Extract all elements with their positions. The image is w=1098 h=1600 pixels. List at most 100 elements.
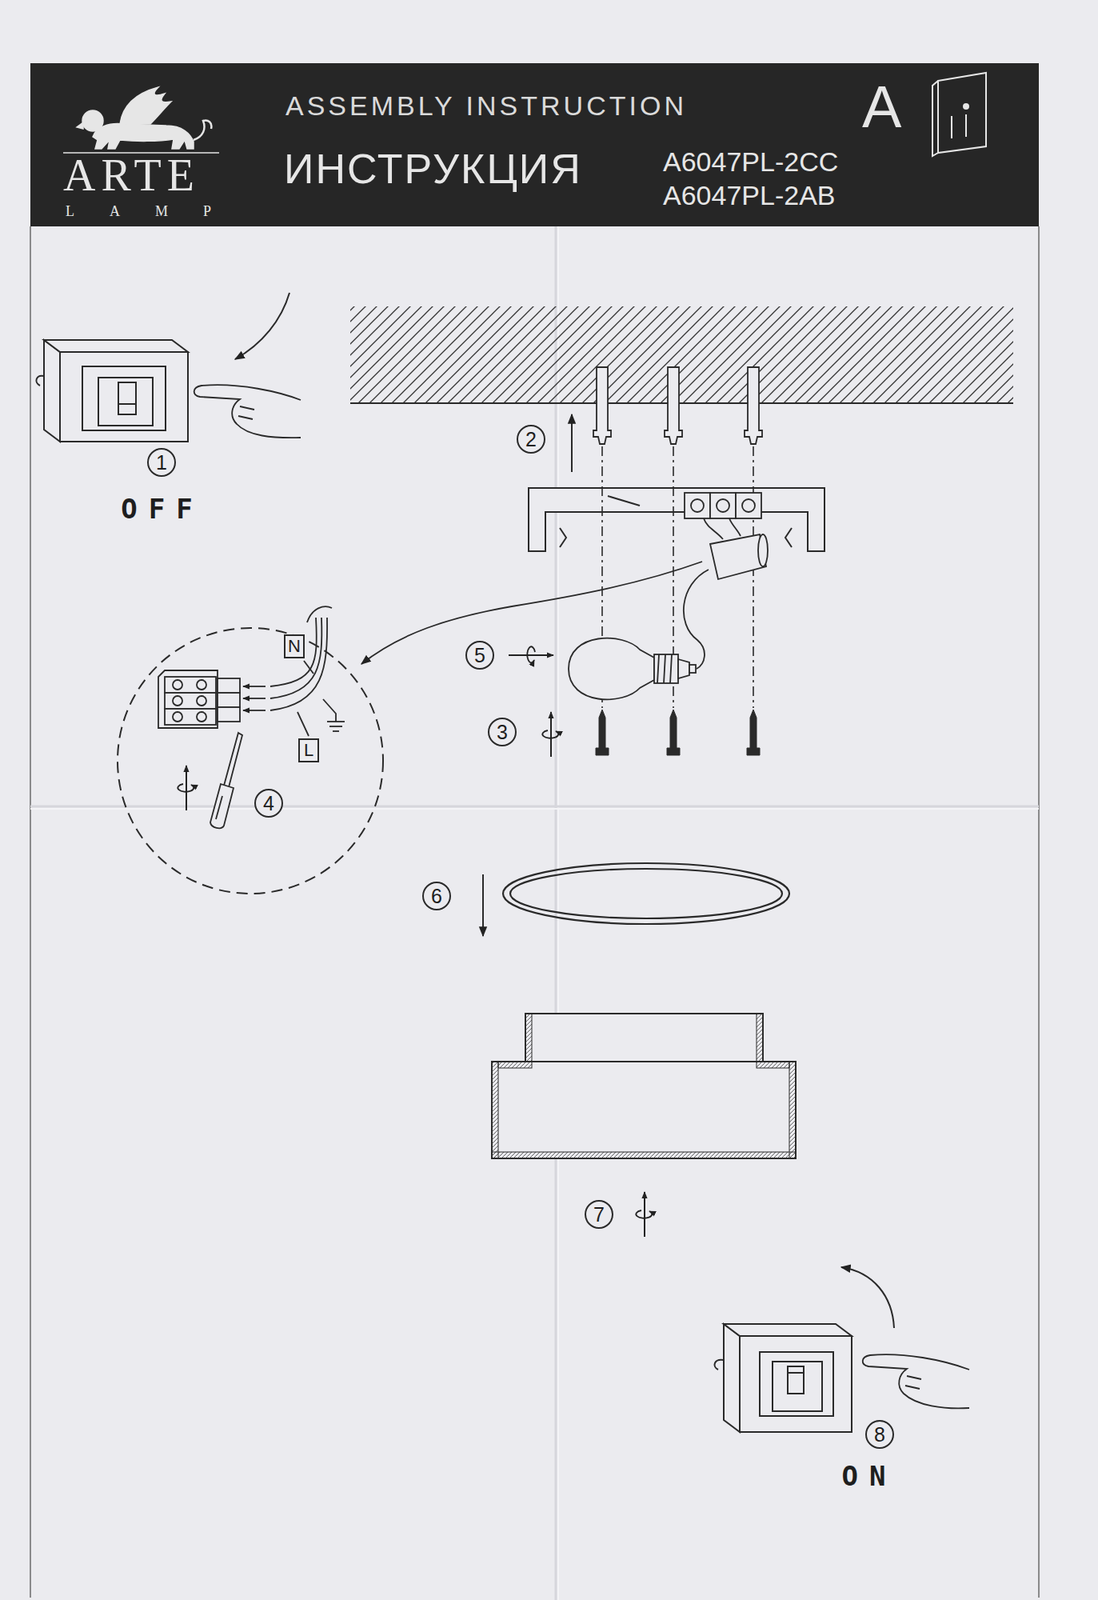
pointing-hand-part (194, 384, 301, 438)
screwdriver-part (223, 732, 243, 787)
glass-shade-part (498, 1061, 532, 1068)
ground-symbol-part (323, 698, 336, 722)
wires-part (243, 697, 266, 699)
paper-frame-part (554, 226, 558, 1600)
step-number: 2 (516, 424, 546, 454)
ceiling-part (350, 402, 1014, 404)
wires-part (270, 617, 317, 687)
mounting-bracket-part (785, 527, 792, 548)
paper-frame-part (1038, 226, 1040, 1598)
wires (243, 606, 332, 736)
switch-box-off-part (98, 377, 153, 426)
light-bulb-part (654, 654, 679, 683)
lion-logo-part (119, 87, 172, 124)
wires-part (297, 711, 309, 736)
brand-subname: LAMP (65, 203, 247, 219)
switch-box-off-part (43, 339, 188, 352)
callout-number: 4 (263, 793, 275, 814)
callout-number: 7 (593, 1204, 605, 1225)
up-arrow-part (570, 414, 573, 472)
wall-plugs-part (744, 367, 763, 444)
ground-symbol-part (329, 725, 343, 727)
switch-box-off-part (82, 366, 166, 431)
pointing-hand (862, 1353, 970, 1408)
callout-number: 6 (431, 886, 443, 907)
wire-label: N (283, 634, 305, 659)
mounting-bracket-part (528, 487, 825, 551)
lamp-holder-part (710, 534, 767, 579)
up-arrow (571, 414, 573, 472)
wires-part (303, 660, 314, 674)
model-number: A6047PL-2AB (662, 181, 836, 209)
lion-logo-part (76, 122, 84, 129)
manual-icon-part (963, 103, 969, 109)
wire-label: L (298, 738, 320, 763)
terminal-block-detail-part (196, 711, 207, 722)
switch-box-off-part (118, 403, 136, 405)
ceiling (350, 306, 1014, 404)
paper-frame-part (30, 807, 1039, 810)
screws-part (666, 709, 680, 755)
terminal-block-detail-part (172, 679, 183, 690)
screws-part (746, 709, 760, 755)
terminal-block-detail-part (158, 670, 218, 728)
switch-box-on-part (787, 1371, 804, 1374)
switch-box-on-part (759, 1351, 834, 1416)
terminal-block-part (710, 492, 736, 519)
pointing-hand (194, 384, 301, 438)
terminal-block-detail-part (172, 711, 183, 722)
glass-shade (491, 1013, 796, 1158)
callout-number: 3 (496, 722, 508, 743)
light-bulb-part (689, 664, 696, 673)
terminal-block-detail-part (217, 678, 240, 693)
terminal-block-part (742, 499, 755, 512)
rotation-symbol (177, 765, 194, 811)
wires-part (243, 685, 266, 687)
lamp-holder-part (729, 518, 741, 536)
sealing-ring (503, 862, 790, 924)
press-arrow (235, 292, 290, 360)
pointing-hand-part (862, 1353, 970, 1408)
lion-logo (63, 87, 220, 153)
lion-logo-part (82, 110, 104, 132)
step-number: 4 (254, 788, 284, 818)
header-band: ARTELAMPASSEMBLY INSTRUCTIONИНСТРУКЦИЯAA… (30, 63, 1039, 227)
switch-box-on-part (714, 1359, 724, 1370)
paper-frame-part (29, 226, 32, 1598)
lion-logo-part (193, 119, 212, 140)
wires-part (243, 709, 266, 711)
rotation-symbol (635, 1191, 652, 1237)
switch-box-off-part (59, 351, 188, 442)
sealing-ring-part (510, 868, 783, 919)
callout-number: 8 (874, 1424, 886, 1445)
step-number: 8 (865, 1419, 895, 1449)
header-title: ASSEMBLY INSTRUCTION (285, 91, 687, 120)
manual-icon-part (932, 80, 939, 156)
rotation-symbol (508, 646, 554, 663)
lamp-holder-part (703, 518, 723, 540)
ground-symbol-part (332, 730, 340, 732)
switch-box-on-part (723, 1323, 852, 1336)
manual-icon (932, 72, 987, 156)
step-number: 5 (465, 640, 495, 670)
ceiling-part (350, 306, 1014, 404)
terminal-block-part (684, 492, 711, 519)
terminal-block-detail (158, 670, 240, 728)
wall-plugs (593, 367, 763, 444)
switch-box-off-part (43, 339, 60, 442)
switch-box-on-part (723, 1323, 740, 1432)
terminal-block-detail-part (164, 708, 216, 725)
glass-shade-part (789, 1061, 796, 1158)
step-number: 1 (147, 447, 176, 477)
manual-icon-part (950, 115, 953, 139)
glass-shade-part (491, 1151, 796, 1158)
screws-part (595, 709, 609, 755)
switch-box-off-part (118, 382, 136, 415)
terminal-block-detail-part (217, 706, 240, 722)
terminal-block-detail-part (164, 692, 216, 709)
rotation-symbol (542, 711, 559, 757)
terminal-block-detail-part (196, 679, 207, 690)
